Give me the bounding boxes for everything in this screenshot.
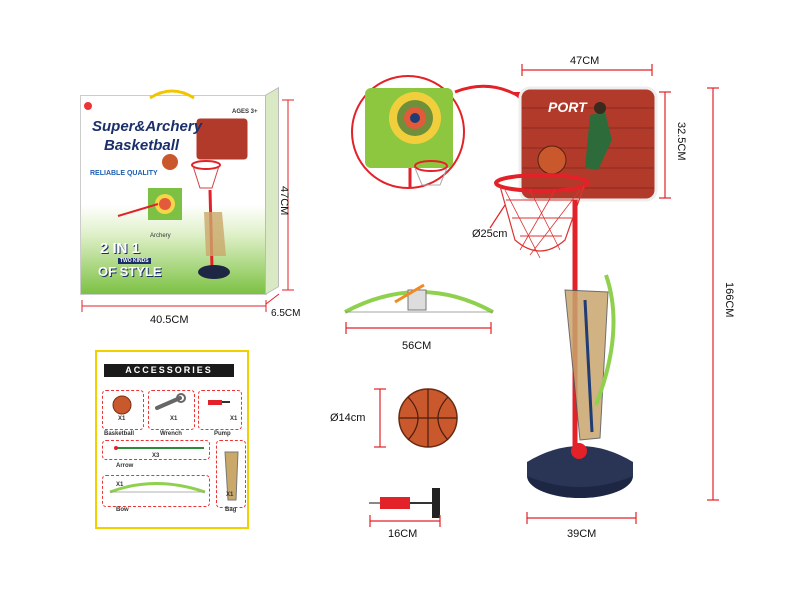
basketball-icon xyxy=(112,395,132,415)
accessory-item-bag xyxy=(216,440,246,508)
package-title-line2: Basketball xyxy=(104,137,180,154)
bow-qty: X1 xyxy=(116,482,124,488)
arrow-label: Arrow xyxy=(116,463,134,469)
stand-bow xyxy=(594,274,616,406)
wrench-icon xyxy=(155,396,182,410)
main-dimension-lines xyxy=(345,64,719,527)
pump-label: Pump xyxy=(214,431,231,437)
wrench-label: Wrench xyxy=(160,431,182,437)
rim-diameter-label: Ø25cm xyxy=(472,228,508,240)
accessory-item-basketball xyxy=(102,390,144,430)
accessory-item-arrow xyxy=(102,440,210,460)
accessory-item-pump xyxy=(198,390,242,430)
pump-illustration xyxy=(380,497,410,509)
svg-text:PORT: PORT xyxy=(548,99,588,115)
bow-label: Bow xyxy=(116,507,129,513)
pump-qty: X1 xyxy=(230,416,238,422)
accessories-title: ACCESSORIES xyxy=(104,364,234,377)
pump-icon xyxy=(208,400,222,405)
package-archery-label: Archery xyxy=(150,233,171,239)
basketball-label: Basketball xyxy=(104,431,135,437)
bow-icon xyxy=(109,482,206,494)
bag-label: Bag xyxy=(225,507,237,513)
bow-length-label: 56CM xyxy=(402,340,432,352)
zoom-arrow xyxy=(454,84,523,100)
package-two-kinds-label: TWO KINDS xyxy=(118,258,151,264)
package-of-style-label: OF STYLE xyxy=(98,264,162,279)
package-2in1-badge: 2 IN 1 xyxy=(100,240,141,257)
package-quality-label: RELIABLE QUALITY xyxy=(90,170,158,177)
box-depth-label: 6.5CM xyxy=(271,308,301,319)
total-height-label: 166CM xyxy=(723,282,735,318)
bag-icon xyxy=(224,451,239,501)
basketball-qty: X1 xyxy=(118,416,126,422)
arrow-qty: X3 xyxy=(152,453,160,459)
net xyxy=(499,185,585,252)
accessory-item-bow xyxy=(102,475,210,507)
hoop-height-label: 32.5CM xyxy=(675,122,687,161)
accessory-item-wrench xyxy=(148,390,195,430)
box-height-label: 47CM xyxy=(278,186,290,216)
wrench-qty: X1 xyxy=(170,416,178,422)
player-figure xyxy=(585,112,612,170)
pump-length-label: 16CM xyxy=(388,528,418,540)
box-width-label: 40.5CM xyxy=(150,314,189,326)
package-title-line1: Super&Archery xyxy=(92,118,203,135)
package-ages-label: AGES 3+ xyxy=(232,109,258,115)
base-width-label: 39CM xyxy=(567,528,597,540)
accessories-panel xyxy=(95,350,249,529)
ball-diameter-label: Ø14cm xyxy=(330,412,366,424)
hoop-width-label: 47CM xyxy=(570,55,600,67)
rim xyxy=(494,173,590,193)
bag-qty: X1 xyxy=(226,492,234,498)
